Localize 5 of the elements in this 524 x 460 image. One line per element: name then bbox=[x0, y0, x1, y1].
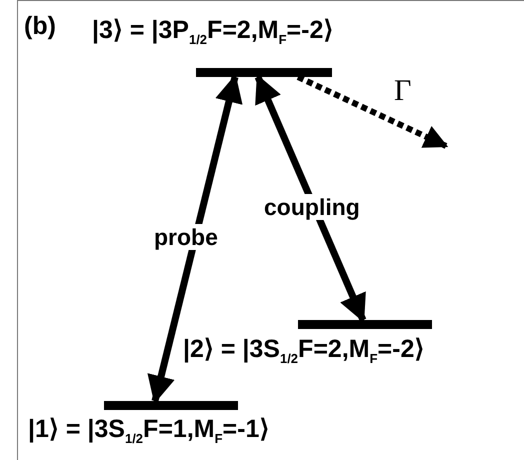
state-label: |3⟩ = |3P$_{1/2}$F=2,M$_{F}$=-2⟩ bbox=[92, 15, 334, 45]
panel-label: (b) bbox=[24, 12, 56, 41]
edge-label: Γ bbox=[393, 78, 412, 104]
state-label: |2⟩ = |3S$_{1/2}$F=2,M$_{F}$=-2⟩ bbox=[183, 334, 424, 364]
state-label: |1⟩ = |3S$_{1/2}$F=1,M$_{F}$=-1⟩ bbox=[28, 414, 270, 444]
